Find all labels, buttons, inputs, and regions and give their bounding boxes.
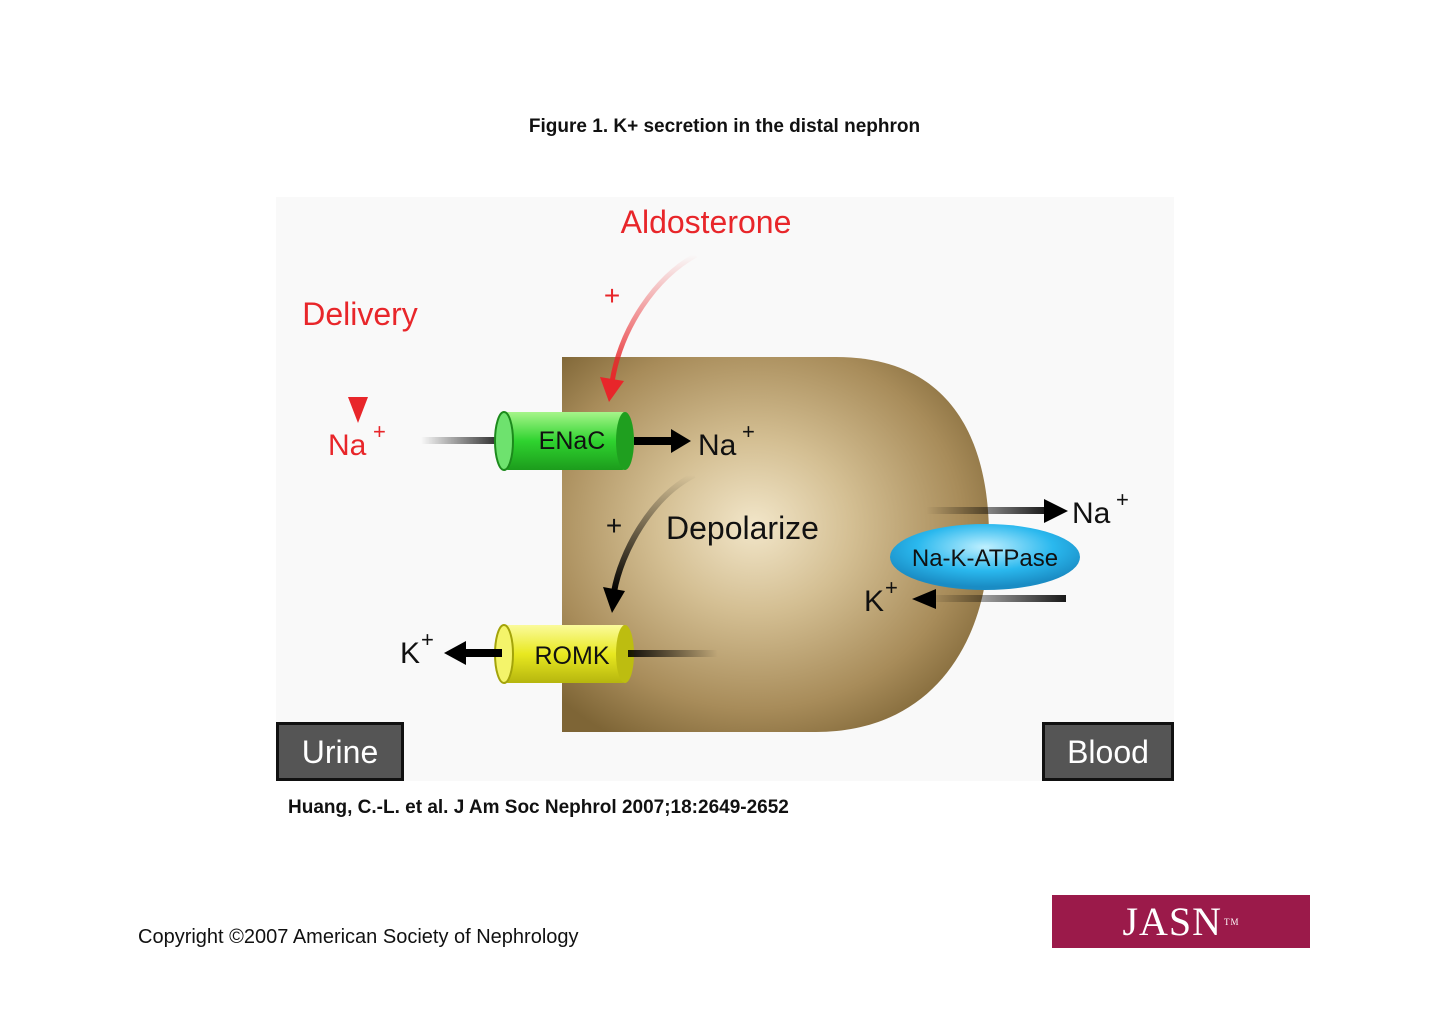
na-pump-out-line: [926, 507, 1046, 514]
enac-label: ENaC: [539, 427, 606, 455]
na-entry-line: [421, 437, 506, 444]
enac-channel: [494, 411, 634, 471]
romk-channel: [494, 624, 634, 684]
romk-out-arrow: [464, 649, 502, 657]
aldosterone-label: Aldosterone: [621, 204, 792, 240]
aldosterone-arrow-head: [600, 377, 624, 402]
jasn-logo-tm: TM: [1224, 916, 1240, 927]
depolarize-label: Depolarize: [666, 510, 819, 546]
na-pump-out-arrow-head: [1044, 499, 1068, 523]
na-cell-label: Na: [698, 429, 737, 462]
k-blood-label: K: [864, 585, 884, 618]
citation: Huang, C.-L. et al. J Am Soc Nephrol 200…: [288, 797, 789, 818]
figure-title: Figure 1. K+ secretion in the distal nep…: [528, 116, 921, 137]
enac-out-arrow: [634, 437, 674, 445]
blood-label: Blood: [1067, 734, 1149, 770]
na-blood-label: Na: [1072, 497, 1111, 530]
na-lumen-label: Na: [328, 429, 367, 462]
delivery-arrow-head: [348, 397, 368, 423]
na-k-atpase-pump: [890, 524, 1080, 590]
blood-box: Blood: [1042, 722, 1174, 781]
k-blood-plus: +: [885, 575, 898, 600]
depolarize-arrow: [611, 472, 696, 593]
depolarize-plus: +: [606, 510, 622, 541]
jasn-logo-text: JASN: [1122, 899, 1223, 944]
k-pump-in-line: [926, 595, 1066, 602]
k-exit-line: [628, 650, 718, 657]
k-pump-in-arrow-head: [912, 589, 936, 609]
copyright-text: Copyright ©2007 American Society of Neph…: [138, 926, 579, 948]
na-blood-plus: +: [1116, 487, 1129, 512]
romk-label: ROMK: [535, 642, 610, 670]
cell-body: [562, 357, 989, 732]
nephron-diagram: Aldosterone + Delivery Na + ENaC Na + + …: [276, 197, 1174, 781]
k-urine-plus: +: [421, 627, 434, 652]
pump-label: Na-K-ATPase: [912, 545, 1058, 572]
romk-out-arrow-head: [444, 641, 466, 665]
urine-label: Urine: [302, 734, 378, 770]
urine-box: Urine: [276, 722, 404, 781]
enac-out-arrow-head: [671, 429, 691, 453]
na-cell-plus: +: [742, 419, 755, 444]
k-urine-label: K: [400, 637, 420, 670]
delivery-label: Delivery: [302, 296, 418, 332]
aldosterone-arrow: [609, 252, 698, 383]
na-lumen-plus: +: [373, 419, 386, 444]
aldosterone-plus: +: [604, 280, 620, 311]
depolarize-arrow-head: [603, 587, 625, 613]
